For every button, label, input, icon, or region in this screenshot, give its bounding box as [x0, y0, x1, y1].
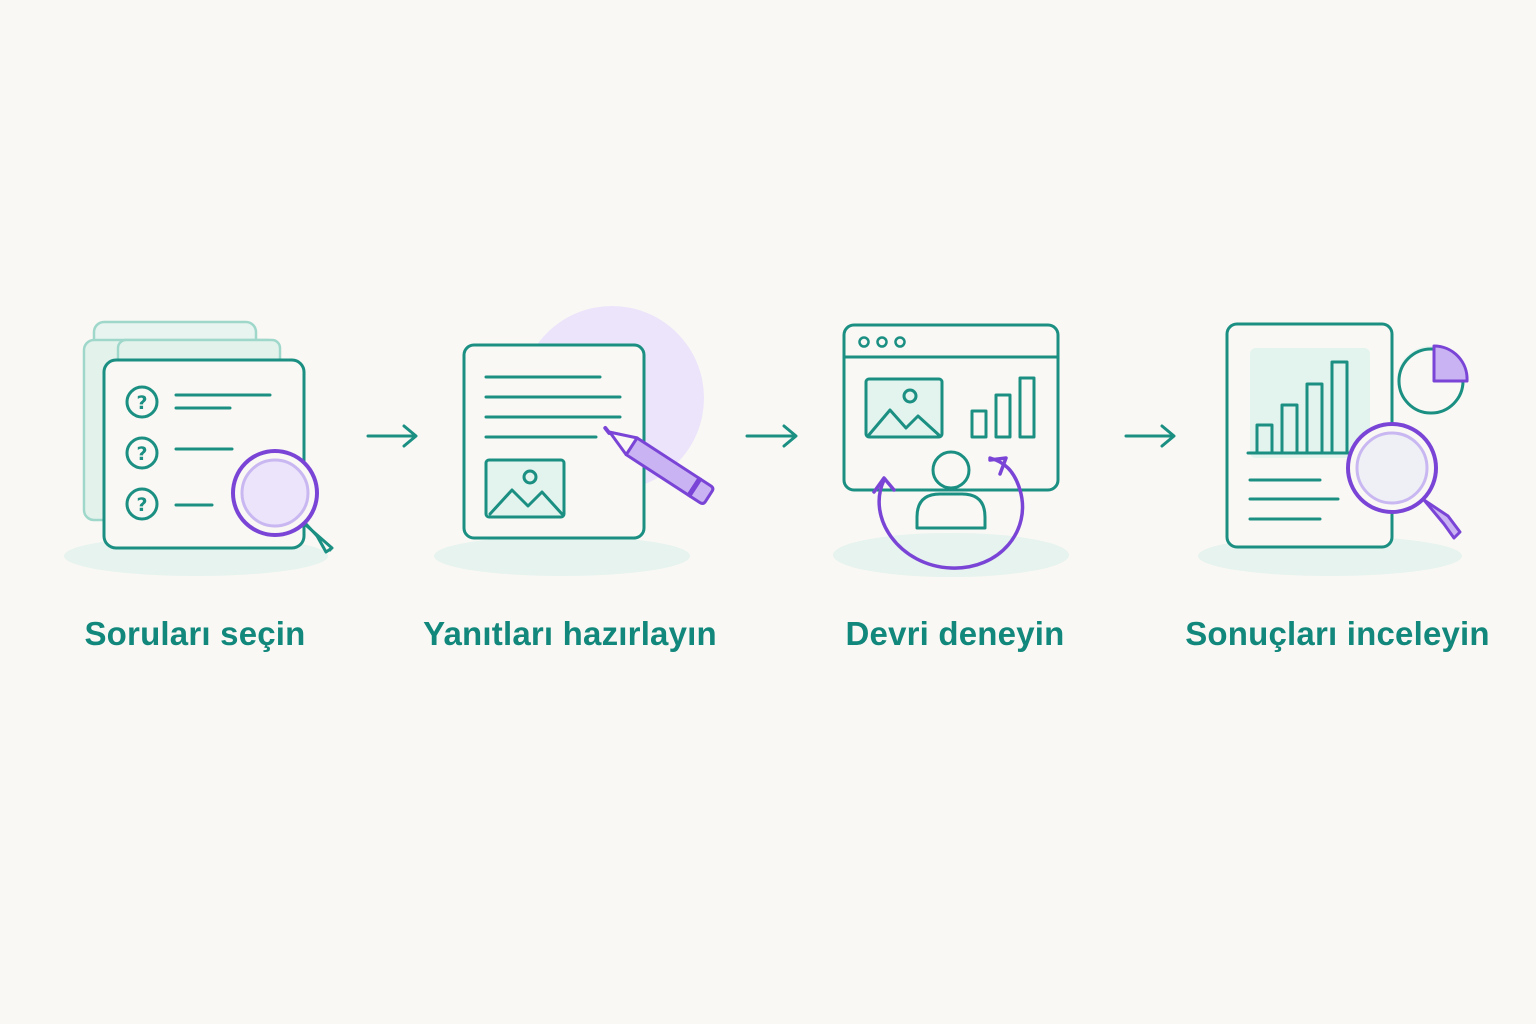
document-with-pencil-icon	[434, 306, 715, 576]
svg-text:?: ?	[136, 392, 147, 414]
svg-text:?: ?	[136, 443, 147, 465]
question-list-with-magnifier-icon: ? ? ?	[64, 320, 334, 576]
browser-window-with-user-cycle-icon	[833, 323, 1069, 577]
step-label-prepare-answers: Yanıtları hazırlayın	[423, 615, 717, 652]
arrow-right-icon	[366, 424, 418, 448]
report-chart-with-magnifier-icon	[1198, 322, 1469, 576]
step-label-try-handoff: Devri deneyin	[845, 615, 1065, 652]
arrow-right-icon	[1124, 424, 1176, 448]
arrow-right-icon	[745, 424, 798, 448]
svg-text:?: ?	[136, 494, 147, 516]
step-label-review-results: Sonuçları inceleyin	[1185, 615, 1490, 652]
step-label-select-questions: Soruları seçin	[84, 615, 306, 652]
